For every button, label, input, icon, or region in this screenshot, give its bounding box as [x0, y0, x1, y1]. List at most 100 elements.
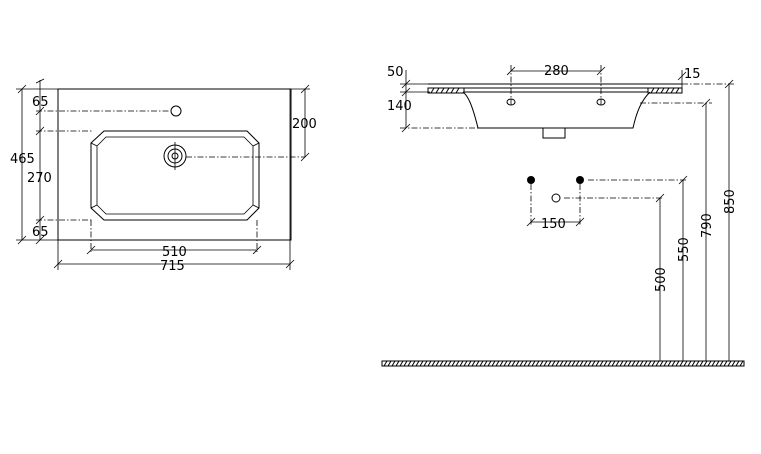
floor-hatch-line: [383, 360, 388, 367]
floor-hatch-line: [667, 360, 672, 367]
floor-hatch-line: [571, 360, 576, 367]
floor-hatch-line: [511, 360, 516, 367]
floor-hatch-line: [403, 360, 408, 367]
floor-hatch-line: [627, 360, 632, 367]
floor-hatch-line: [703, 360, 708, 367]
floor-hatch-line: [431, 360, 436, 367]
floor-hatch-line: [563, 360, 568, 367]
floor-hatch-line: [647, 360, 652, 367]
floor-hatch-line: [599, 360, 604, 367]
drain-pipe: [551, 193, 561, 203]
floor-hatch-line: [687, 360, 692, 367]
floor-hatch-line: [723, 360, 728, 367]
bowl-outline: [90, 130, 260, 221]
floor-hatch-line: [683, 360, 688, 367]
floor-hatch-line: [483, 360, 488, 367]
floor-hatch-line: [651, 360, 656, 367]
floor-hatch-line: [491, 360, 496, 367]
floor-hatch-line: [427, 360, 432, 367]
floor-hatch-line: [691, 360, 696, 367]
floor-hatch-line: [731, 360, 736, 367]
dim-510: 510: [162, 245, 187, 260]
dim-790: 790: [700, 213, 715, 238]
floor-hatch-line: [635, 360, 640, 367]
floor-hatch-line: [531, 360, 536, 367]
floor-hatch-line: [411, 360, 416, 367]
floor-hatch-line: [447, 360, 452, 367]
dim-550: 550: [677, 237, 692, 262]
floor-hatch-line: [535, 360, 540, 367]
floor-hatch-line: [611, 360, 616, 367]
floor-hatch-line: [567, 360, 572, 367]
floor-hatch-line: [699, 360, 704, 367]
floor-hatch-line: [591, 360, 596, 367]
floor-hatch-line: [399, 360, 404, 367]
floor-hatch-line: [443, 360, 448, 367]
floor-hatch-line: [459, 360, 464, 367]
floor-hatch-line: [551, 360, 556, 367]
floor-hatch-line: [423, 360, 428, 367]
floor-hatch-line: [395, 360, 400, 367]
dim-465: 465: [10, 152, 35, 167]
floor-hatch-line: [467, 360, 472, 367]
floor-hatch-line: [707, 360, 712, 367]
floor-hatch-line: [579, 360, 584, 367]
dim-270: 270: [27, 171, 52, 186]
floor-hatch-line: [711, 360, 716, 367]
floor-hatch-line: [543, 360, 548, 367]
floor-hatch-line: [619, 360, 624, 367]
floor-hatch-line: [523, 360, 528, 367]
dim-65-front: 65: [32, 225, 49, 240]
floor-hatch-line: [435, 360, 440, 367]
top-view: 65 465 270 65 200 510 715: [10, 78, 317, 274]
floor-hatch-line: [715, 360, 720, 367]
floor-hatch-line: [739, 360, 744, 367]
floor-hatch-line: [519, 360, 524, 367]
floor-hatch-line: [555, 360, 560, 367]
floor-hatch-line: [659, 360, 664, 367]
floor-hatch-line: [679, 360, 684, 367]
bracket-right: [647, 87, 683, 94]
floor-hatch-line: [583, 360, 588, 367]
floor-hatch-line: [463, 360, 468, 367]
waste-outlet: [542, 127, 566, 139]
floor-hatch-line: [387, 360, 392, 367]
dim-50: 50: [387, 65, 404, 80]
supply-pipe-left: [527, 176, 535, 184]
dim-280: 280: [544, 64, 569, 79]
floor-hatch-line: [503, 360, 508, 367]
tap-hole: [170, 105, 182, 117]
dim-150: 150: [541, 217, 566, 232]
floor-hatch-line: [639, 360, 644, 367]
side-view: 280 50 140 15 150: [381, 64, 745, 367]
floor-hatch-line: [663, 360, 668, 367]
floor-hatch-line: [615, 360, 620, 367]
floor-hatch-line: [695, 360, 700, 367]
floor-hatch-line: [539, 360, 544, 367]
floor-hatch-line: [719, 360, 724, 367]
floor-hatch-line: [735, 360, 740, 367]
floor-hatch-line: [455, 360, 460, 367]
floor-hatch-line: [507, 360, 512, 367]
floor-hatch-line: [631, 360, 636, 367]
basin-body: [462, 91, 651, 129]
floor-hatch-line: [415, 360, 420, 367]
basin-outline: [57, 88, 292, 241]
floor-hatch-line: [487, 360, 492, 367]
floor-hatch-line: [515, 360, 520, 367]
floor-hatch-line: [655, 360, 660, 367]
floor-hatch-line: [575, 360, 580, 367]
floor-hatch-line: [479, 360, 484, 367]
floor-hatch-line: [559, 360, 564, 367]
floor-hatch-line: [607, 360, 612, 367]
floor-hatch-line: [391, 360, 396, 367]
dim-715: 715: [160, 259, 185, 274]
floor-hatch-line: [475, 360, 480, 367]
floor-hatch-line: [603, 360, 608, 367]
floor-hatch-line: [439, 360, 444, 367]
floor-hatch-line: [675, 360, 680, 367]
dim-200: 200: [292, 117, 317, 132]
floor-hatch-line: [595, 360, 600, 367]
floor-hatch-line: [451, 360, 456, 367]
